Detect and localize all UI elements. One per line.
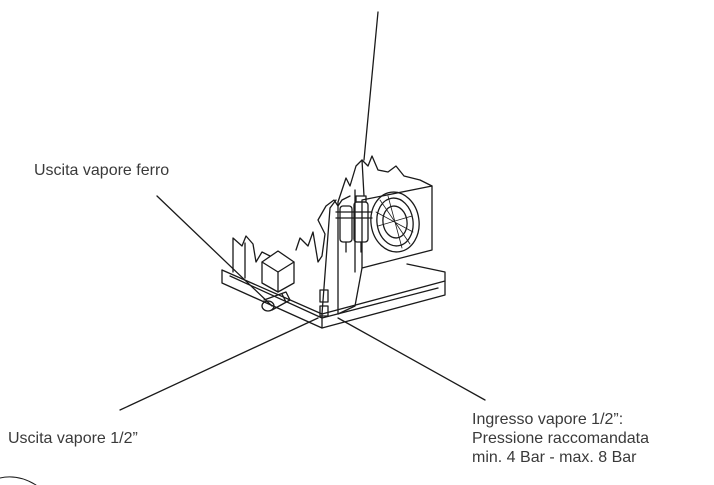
panel-bottom (337, 267, 363, 315)
label-iron-steam-outlet: Uscita vapore ferro (34, 162, 170, 179)
leader-line-outlet (119, 317, 319, 411)
fan-grille (370, 191, 420, 253)
leader-lines (119, 11, 486, 411)
leader-line-iron (156, 195, 273, 307)
small-housing-box (261, 250, 295, 293)
corner-arc (0, 476, 37, 485)
label-steam-outlet: Uscita vapore 1/2” (8, 430, 138, 447)
label-steam-inlet-line1: Ingresso vapore 1/2”: (472, 411, 624, 428)
base-front-face (221, 269, 323, 329)
leader-line-inlet (337, 317, 486, 401)
leader-line-top (363, 11, 379, 161)
iron-steam-valve (261, 291, 291, 312)
pipe-stubs (319, 289, 329, 317)
label-steam-inlet-line3: min. 4 Bar - max. 8 Bar (472, 449, 637, 466)
label-steam-inlet-line2: Pressione raccomandata (472, 430, 649, 447)
main-panel (321, 155, 433, 315)
panel-left-edge (321, 199, 337, 315)
filter-regulator (335, 159, 373, 253)
base-inner-ledge (229, 275, 439, 319)
panel-broken-top (337, 155, 433, 203)
base-side-face (321, 280, 446, 329)
left-broken-wall (232, 235, 271, 279)
base-platform (221, 263, 446, 329)
base-top-face (221, 263, 446, 315)
label-steam-inlet: Ingresso vapore 1/2”: Pressione raccoman… (472, 410, 649, 467)
